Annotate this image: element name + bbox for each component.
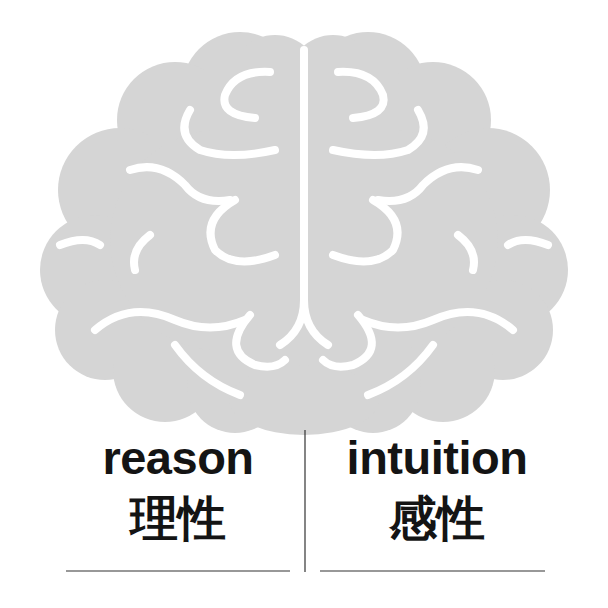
divider-lines — [66, 430, 545, 572]
concept-label: reason — [102, 434, 253, 481]
brain-shape — [40, 32, 568, 435]
brain-sulci — [60, 50, 548, 395]
concept-label-japanese: 感性 — [389, 494, 485, 542]
concept-label-japanese: 理性 — [130, 494, 226, 542]
concept-label: intuition — [347, 434, 528, 481]
